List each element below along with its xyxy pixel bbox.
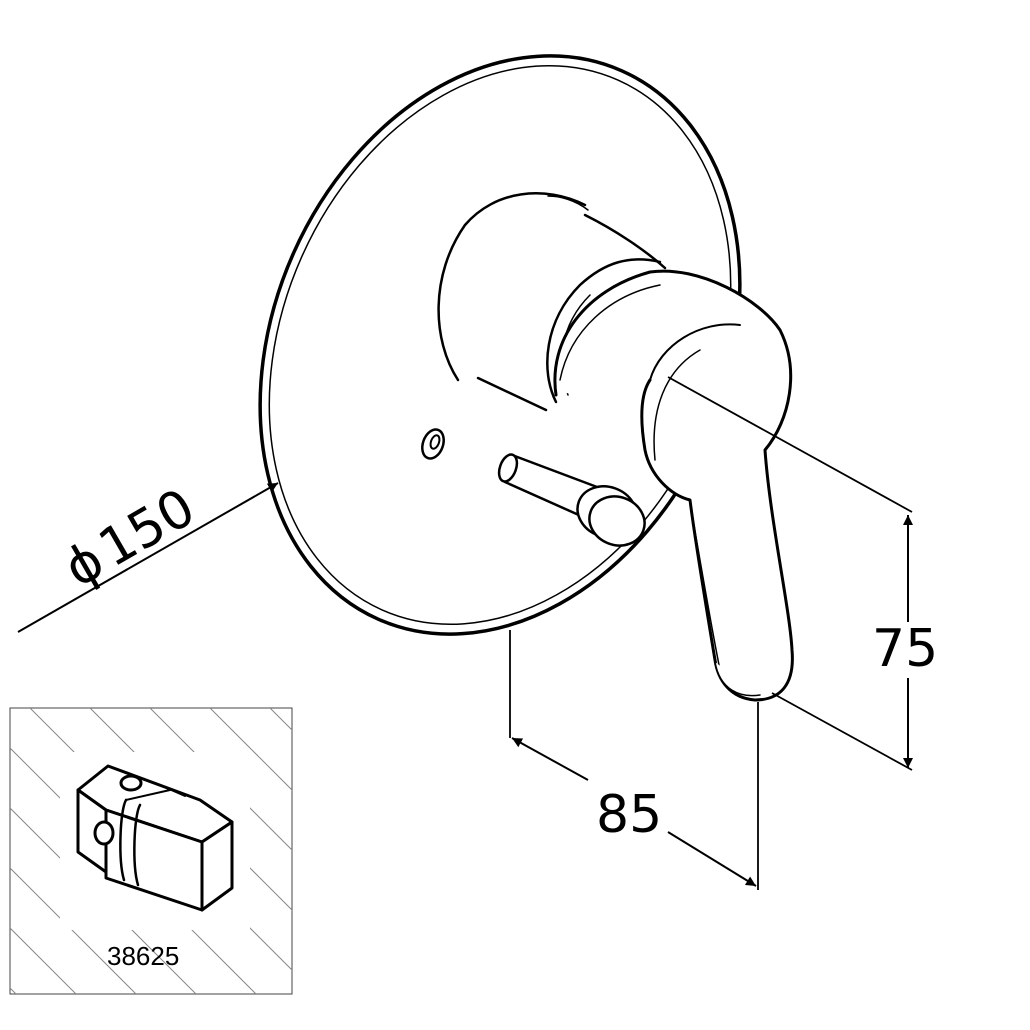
- inset-panel: 38625: [9, 707, 293, 995]
- diameter-value: 150: [89, 478, 205, 580]
- height-value: 75: [872, 619, 938, 679]
- part-number: 38625: [107, 941, 179, 971]
- dimension-diameter: [17, 482, 279, 633]
- screw-hole: [421, 428, 445, 460]
- dimension-height: [667, 376, 913, 771]
- depth-value: 85: [596, 785, 662, 845]
- dimension-depth: [509, 630, 759, 890]
- accessory-part: [76, 764, 234, 912]
- lever-handle: [553, 269, 794, 702]
- diverter-knob: [497, 453, 646, 547]
- diameter-label: ϕ 150: [55, 478, 206, 600]
